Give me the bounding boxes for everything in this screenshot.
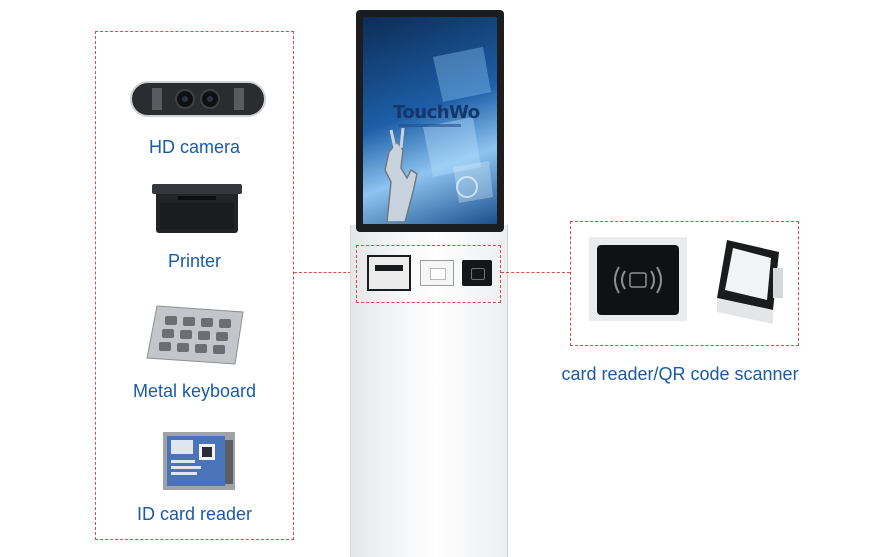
hd-camera-label: HD camera (148, 137, 241, 157)
kiosk-brand: TouchWo (393, 102, 480, 123)
card-reader-qr-label: card reader/QR code scanner (561, 364, 799, 384)
robot-hand-icon (367, 112, 427, 224)
nfc-reader-icon (589, 237, 687, 321)
right-connector-line (501, 272, 570, 273)
keypad-icon (143, 302, 249, 368)
right-module-group (570, 221, 799, 346)
kiosk-qr-slot (420, 260, 454, 286)
printer-label: Printer (167, 251, 221, 271)
qr-scanner-icon (707, 238, 787, 330)
kiosk-screen: TouchWo (363, 17, 497, 224)
metal-keyboard-label: Metal keyboard (132, 381, 257, 401)
kiosk-brand-underline (399, 124, 461, 127)
kiosk-nfc-slot (462, 260, 492, 286)
printer-icon (150, 181, 244, 236)
camera-icon (130, 80, 266, 118)
left-module-group (95, 31, 294, 540)
id-card-reader-icon (159, 430, 239, 492)
kiosk-printer-slot (367, 255, 411, 291)
kiosk-module-panel (356, 245, 501, 303)
left-connector-line (294, 272, 356, 273)
id-card-reader-label: ID card reader (136, 504, 253, 524)
